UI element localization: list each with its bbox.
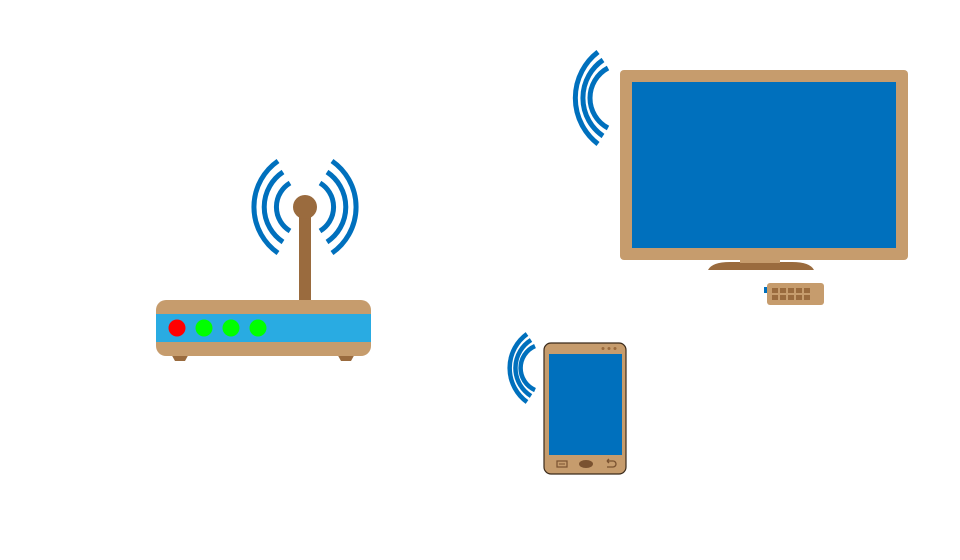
router-signal-right-icon (318, 158, 359, 256)
phone-home-button-icon (579, 460, 593, 468)
phone-screen (549, 354, 622, 455)
dongle-keys (772, 288, 810, 300)
router-led-2 (222, 319, 240, 337)
router-antenna (299, 210, 311, 302)
dongle-connector (764, 287, 768, 293)
phone-camera-dot (601, 347, 605, 350)
phone-sensor-dot (607, 347, 611, 350)
tv-signal-icon (572, 50, 610, 146)
phone-menu-button-icon (556, 460, 568, 468)
tv-stand-neck-lower (740, 258, 780, 263)
tv-screen (632, 82, 896, 248)
phone-signal-icon (507, 332, 537, 404)
tv-stand-base (708, 262, 814, 270)
phone-back-button-icon (606, 458, 617, 468)
smartphone-icon (507, 332, 627, 475)
smart-tv-icon (572, 50, 908, 270)
router-led-power (168, 319, 186, 337)
dongle-body (767, 283, 824, 305)
router-antenna-tip (293, 195, 317, 219)
wifi-router-icon (156, 158, 371, 361)
phone-speaker-dot (613, 347, 617, 350)
router-led-1 (195, 319, 213, 337)
router-signal-left-icon (251, 158, 292, 256)
wireless-dongle-icon (764, 283, 824, 305)
router-led-3 (249, 319, 267, 337)
